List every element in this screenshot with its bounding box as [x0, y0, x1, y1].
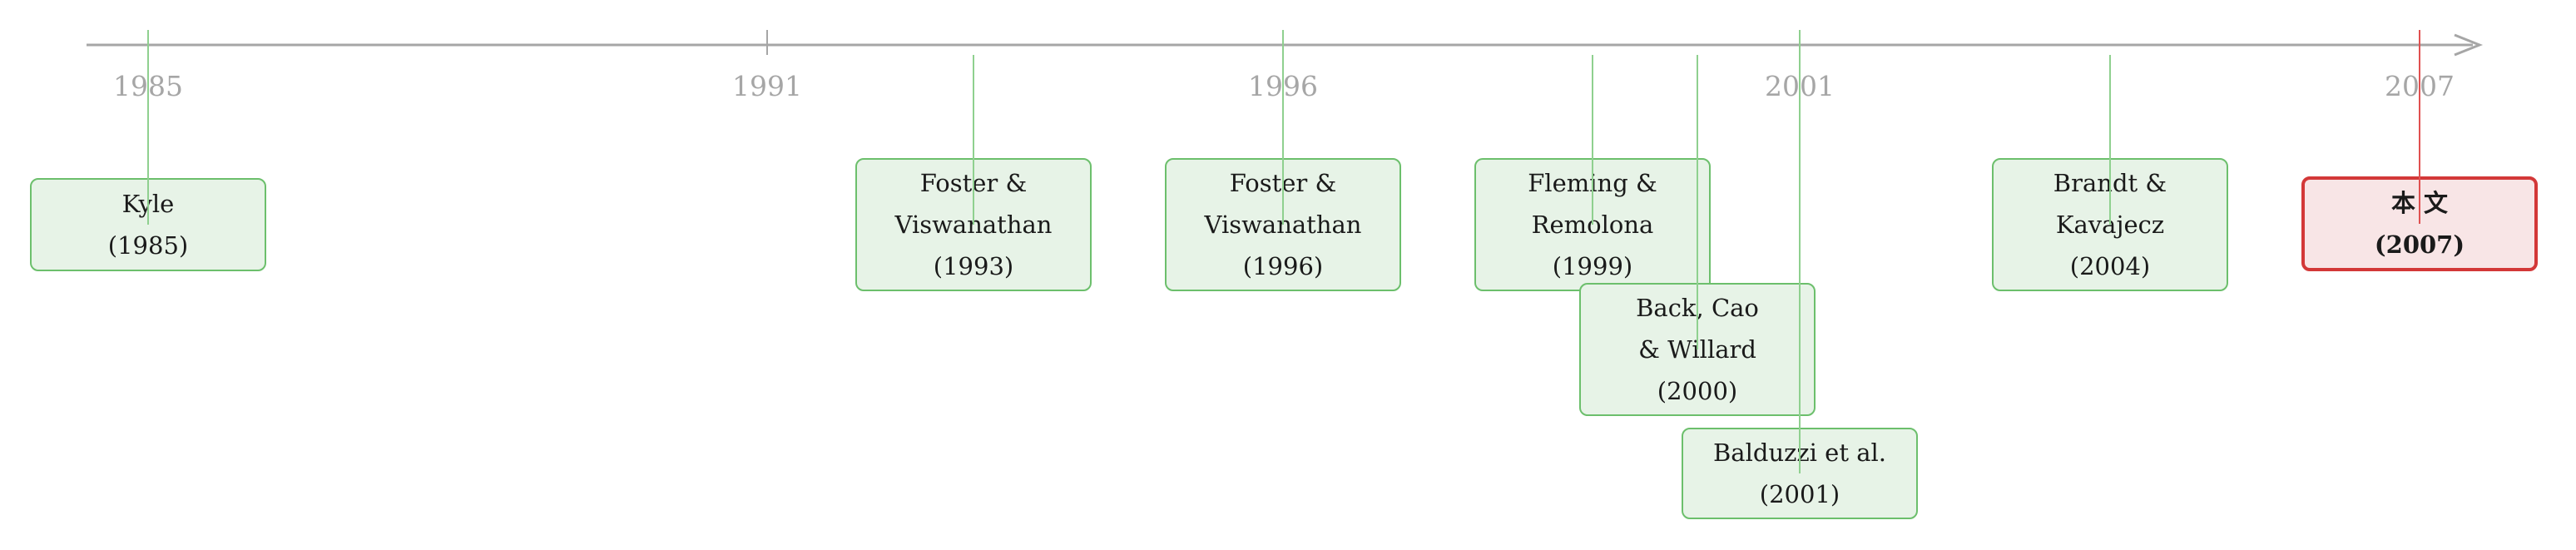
event-text-line: (1993): [933, 252, 1014, 280]
tick-label-1991: 1991: [732, 70, 802, 102]
event-text-line: Foster &: [1229, 169, 1337, 197]
event-text-line: (1996): [1242, 252, 1324, 280]
event-text-line: Fleming &: [1528, 169, 1657, 197]
tick-label-1996: 1996: [1248, 70, 1318, 102]
event-box: Foster & Viswanathan (1993): [855, 158, 1092, 291]
event-text-line: Kyle: [121, 190, 175, 218]
event-box: Fleming & Remolona (1999): [1474, 158, 1711, 291]
event-text-line: Viswanathan: [894, 211, 1053, 239]
event-text-line: Kavajecz: [2055, 211, 2165, 239]
tick-label-1985: 1985: [113, 70, 183, 102]
event-text-line: Viswanathan: [1204, 211, 1362, 239]
event-text-line: 本 文: [2390, 189, 2449, 217]
event-text-line: (2001): [1759, 480, 1840, 508]
event-box: Balduzzi et al. (2001): [1682, 428, 1918, 519]
event-box: Foster & Viswanathan (1996): [1165, 158, 1401, 291]
event-box-current-work: 本 文 (2007): [2301, 176, 2538, 271]
event-text-line: Foster &: [919, 169, 1028, 197]
event-text-line: (2004): [2069, 252, 2151, 280]
axis-arrowhead: [2454, 33, 2484, 57]
event-text-line: (1999): [1552, 252, 1633, 280]
event-text-line: (2007): [2374, 230, 2465, 259]
event-text-line: (2000): [1657, 377, 1738, 405]
event-box: Brandt & Kavajecz (2004): [1992, 158, 2228, 291]
event-box: Back, Cao & Willard (2000): [1579, 283, 1816, 416]
tick-marks: [147, 30, 2420, 55]
event-text-line: Back, Cao: [1636, 294, 1759, 322]
event-text-line: (1985): [107, 231, 189, 260]
event-text-line: Brandt &: [2053, 169, 2167, 197]
event-text-line: Remolona: [1531, 211, 1654, 239]
tick-label-2001: 2001: [1765, 70, 1835, 102]
event-box: Kyle (1985): [30, 178, 266, 271]
event-text-line: & Willard: [1638, 335, 1756, 364]
tick-label-2007: 2007: [2385, 70, 2455, 102]
event-text-line: Balduzzi et al.: [1713, 439, 1886, 467]
